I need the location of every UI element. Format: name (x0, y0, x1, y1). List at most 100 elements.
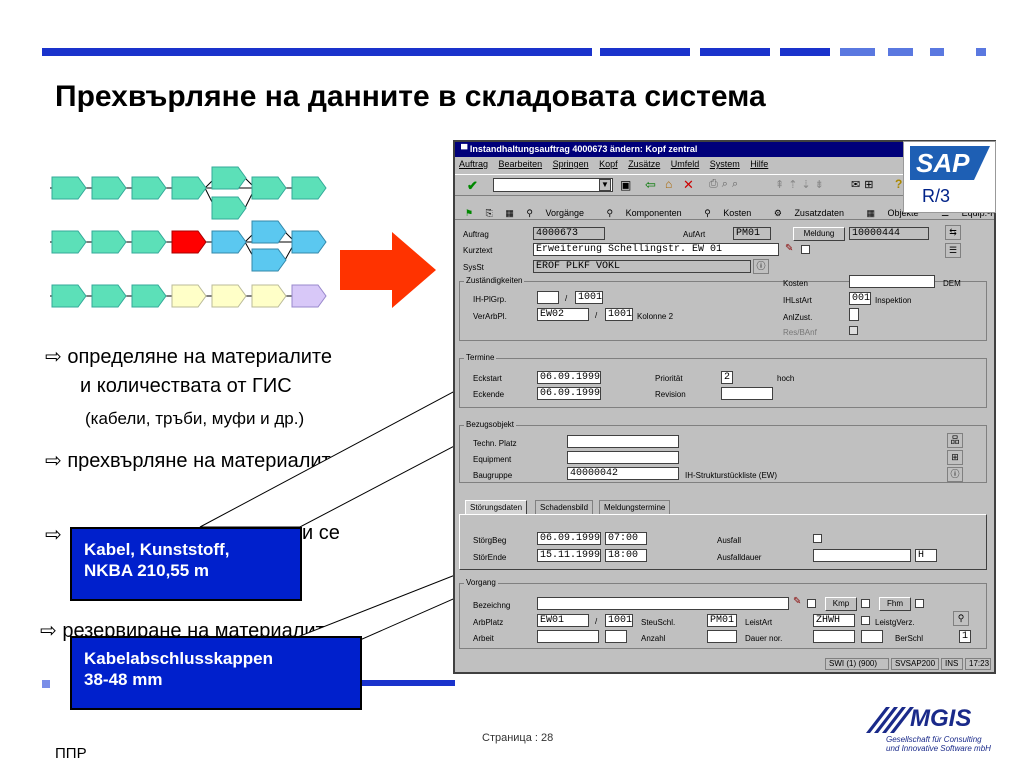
objekte-button[interactable]: ▦ Objekte (866, 198, 928, 219)
stoerende-date-input[interactable]: 15.11.1999 (537, 549, 601, 562)
ihlstart-input[interactable]: 001 (849, 292, 871, 305)
verarbpl-input[interactable]: EW02 (537, 308, 589, 321)
sysst-label: SysSt (463, 263, 484, 272)
ausfalldauer-input[interactable] (813, 549, 911, 562)
exit-icon[interactable]: ⌂ (665, 177, 673, 191)
equipment-label: Equipment (473, 455, 512, 464)
prioritaet-input[interactable]: 2 (721, 371, 733, 384)
print-find-icons[interactable]: ⎙⌕⌕ (709, 178, 743, 190)
kosten-button[interactable]: ⚲ Kosten (704, 198, 761, 219)
eckende-input[interactable]: 06.09.1999 (537, 387, 601, 400)
baugruppe-text: IH-Strukturstückliste (EW) (685, 471, 778, 480)
command-dropdown-icon[interactable]: ▼ (599, 179, 611, 191)
menu-auftrag[interactable]: Auftrag (459, 159, 489, 169)
ihplgrp-werk-input[interactable]: 1001 (575, 291, 603, 304)
doc-icon[interactable]: ⎘ (485, 208, 493, 218)
meldung-button[interactable]: Meldung (793, 227, 845, 241)
callout-kabel: Kabel, Kunststoff, NKBA 210,55 m (70, 527, 302, 601)
back-icon[interactable]: ⇦ (645, 177, 656, 192)
person-icon: ⚲ (704, 208, 711, 218)
hierarchy-icon[interactable]: ⊞ (947, 450, 963, 465)
anlzust-input[interactable] (849, 308, 859, 321)
leistart-input[interactable]: ZHWH (813, 614, 855, 627)
baugruppe-input[interactable]: 40000042 (567, 467, 679, 480)
menu-umfeld[interactable]: Umfeld (670, 159, 700, 169)
session-icons[interactable]: ✉⊞ (851, 179, 878, 191)
tab-stoerungsdaten[interactable]: Störungsdaten (465, 500, 528, 514)
anzahl-input[interactable] (707, 630, 737, 643)
list-detail-icon[interactable]: ☰ (945, 243, 961, 258)
revision-input[interactable] (721, 387, 773, 400)
callout-kabelabschluss-line2: 38-48 mm (84, 670, 163, 689)
menu-hilfe[interactable]: Hilfe (750, 159, 769, 169)
menu-bearbeiten[interactable]: Bearbeiten (498, 159, 543, 169)
zusatzdaten-button[interactable]: ⚙ Zusatzdaten (774, 198, 854, 219)
separator-slash: / (595, 617, 598, 626)
command-field[interactable] (493, 178, 613, 192)
kmp-checkbox[interactable] (861, 599, 870, 608)
komponenten-button[interactable]: ⚲ Komponenten (607, 198, 692, 219)
arbplatz-werk-input[interactable]: 1001 (605, 614, 633, 627)
flag-icon[interactable]: ⚑ (465, 208, 474, 218)
fhm-button[interactable]: Fhm (879, 597, 911, 611)
sap-window[interactable]: ▀ Instandhaltungsauftrag 4000673 ändern:… (453, 140, 996, 674)
equip-button[interactable]: ☰ Equip.-Re (941, 198, 994, 219)
ihplgrp-input[interactable] (537, 291, 559, 304)
stoerende-time-input[interactable]: 18:00 (605, 549, 647, 562)
techplatz-input[interactable] (567, 435, 679, 448)
bullet-1: ⇨ определяне на материалите (45, 346, 332, 368)
ausfalldauer-unit[interactable]: H (915, 549, 937, 562)
mgis-logo-stripes (866, 707, 914, 733)
save-icon[interactable]: ▣ (620, 178, 632, 192)
bottom-bar (360, 680, 455, 686)
bezeichng-input[interactable] (537, 597, 789, 610)
enter-check-icon[interactable]: ✔ (467, 178, 478, 193)
ausfall-checkbox[interactable] (813, 534, 822, 543)
arbeit-input[interactable] (537, 630, 599, 643)
object-info-icon[interactable]: ⓘ (947, 467, 963, 482)
grid-icon[interactable]: ▦ (505, 208, 514, 218)
menu-springen[interactable]: Springen (552, 159, 589, 169)
kosten-input[interactable] (849, 275, 935, 288)
structure-icon[interactable]: 品 (947, 433, 963, 448)
leistverz-checkbox[interactable] (861, 616, 870, 625)
kurztext-input[interactable]: Erweiterung Schellingstr. EW 01 (533, 243, 779, 256)
leistart-label: LeistArt (745, 618, 773, 627)
fhm-checkbox[interactable] (915, 599, 924, 608)
page-nav-icons[interactable]: ⇞⇡⇣⇟ (775, 179, 828, 191)
help-icon[interactable]: ? (895, 177, 903, 191)
menu-system[interactable]: System (709, 159, 740, 169)
menu-kopf[interactable]: Kopf (599, 159, 618, 169)
top-bar-seg (700, 48, 770, 56)
equipment-input[interactable] (567, 451, 679, 464)
eckstart-input[interactable]: 06.09.1999 (537, 371, 601, 384)
steuschl-input[interactable]: PM01 (707, 614, 737, 627)
stoerbeg-time-input[interactable]: 07:00 (605, 532, 647, 545)
arbplatz-input[interactable]: EW01 (537, 614, 589, 627)
bezeichng-checkbox[interactable] (807, 599, 816, 608)
window-title: Instandhaltungsauftrag 4000673 ändern: K… (469, 144, 698, 154)
tab-schadensbild[interactable]: Schadensbild (535, 500, 594, 514)
vorgaenge-button[interactable]: ⚲ Vorgänge (526, 198, 594, 219)
dauernor-input[interactable] (813, 630, 855, 643)
menu-zusaetze[interactable]: Zusätze (628, 159, 661, 169)
berschl-input[interactable]: 1 (959, 630, 971, 643)
kmp-button[interactable]: Kmp (825, 597, 857, 611)
status-info-icon[interactable]: ⓘ (753, 259, 769, 274)
longtext-icon[interactable]: ✎ (793, 596, 802, 607)
resbanf-checkbox (849, 326, 858, 335)
gear-icon: ⚙ (773, 208, 782, 218)
header-detail-icon[interactable]: ⇆ (945, 225, 961, 240)
cancel-icon[interactable]: ✕ (683, 177, 694, 192)
longtext-checkbox[interactable] (801, 245, 810, 254)
process-flow-diagram (50, 166, 327, 308)
ihlstart-text: Inspektion (875, 296, 912, 305)
verarbpl-werk-input[interactable]: 1001 (605, 308, 633, 321)
tab-meldungstermine[interactable]: Meldungstermine (599, 500, 671, 514)
longtext-icon[interactable]: ✎ (785, 243, 794, 254)
user-icon[interactable]: ⚲ (953, 611, 969, 626)
status-system[interactable]: SWI (1) (900) (825, 658, 889, 670)
dauernor-unit-input[interactable] (861, 630, 883, 643)
arbeit-unit-input[interactable] (605, 630, 627, 643)
stoerbeg-date-input[interactable]: 06.09.1999 (537, 532, 601, 545)
